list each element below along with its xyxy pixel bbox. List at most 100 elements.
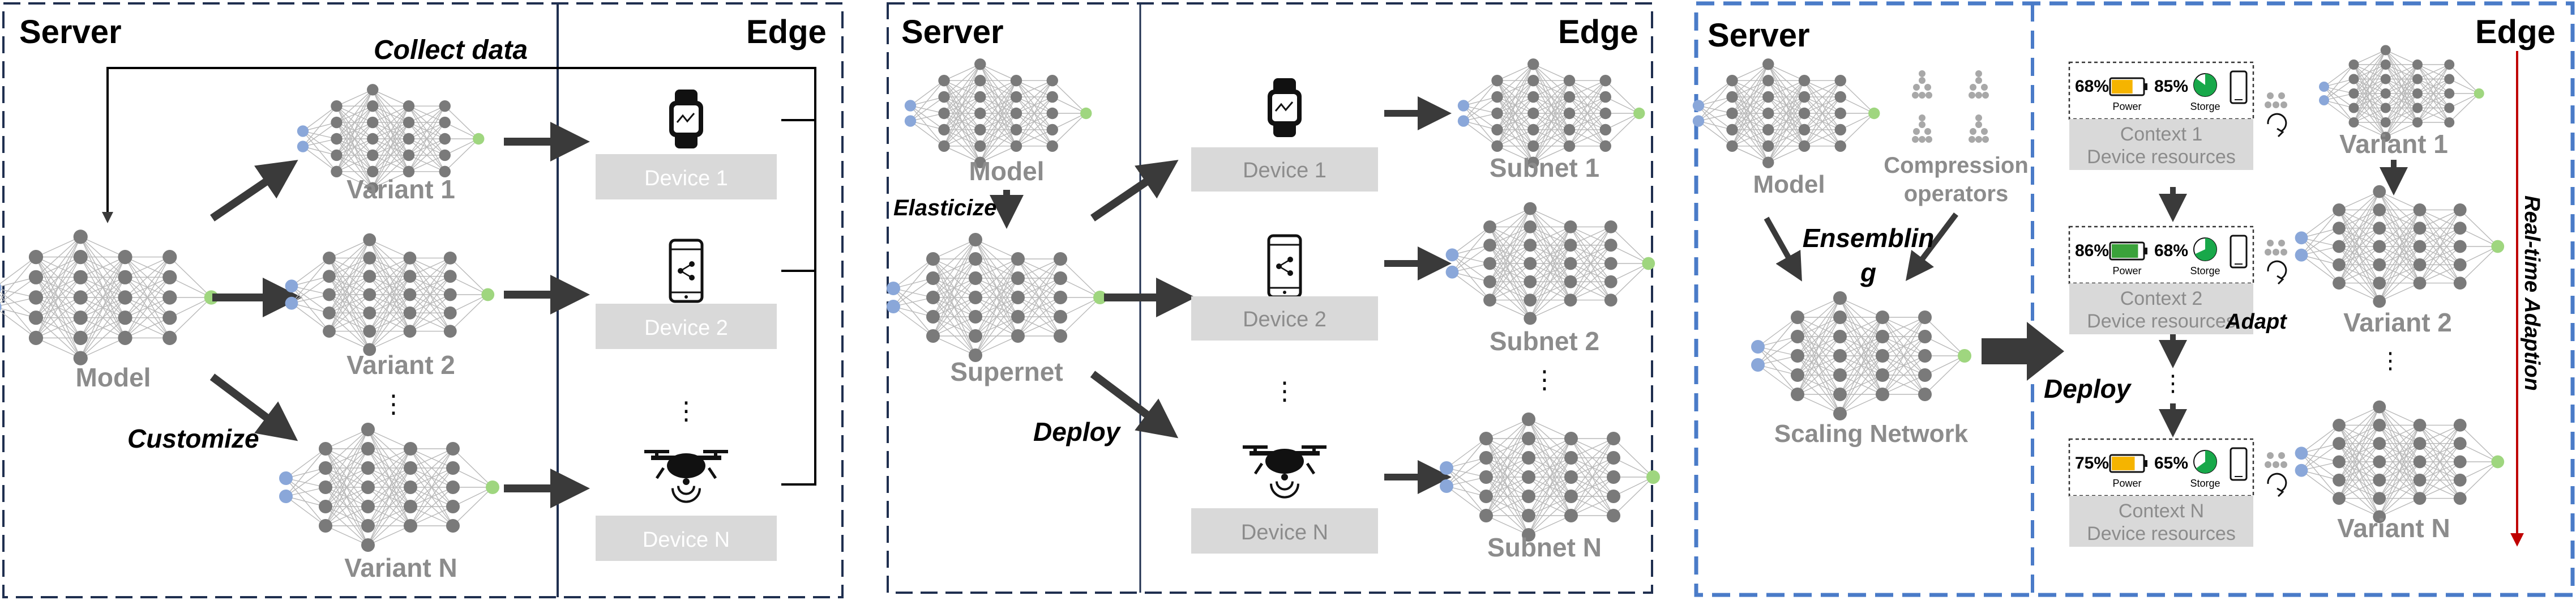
network-edge xyxy=(1497,63,1534,97)
network-edge xyxy=(409,294,451,332)
operator-dot xyxy=(1982,92,1989,99)
network-edge xyxy=(125,317,170,339)
network-node xyxy=(1876,349,1889,363)
network-node xyxy=(969,310,982,324)
network-edge xyxy=(1017,258,1061,279)
network-node xyxy=(367,133,379,145)
power-value: 75% xyxy=(2075,454,2109,473)
network-edge xyxy=(367,467,411,546)
network-edge xyxy=(0,291,36,318)
watch-graph xyxy=(1274,101,1294,112)
network-node xyxy=(404,519,417,533)
network-edge xyxy=(169,257,212,298)
network-node xyxy=(1833,368,1847,382)
network-edge xyxy=(325,525,369,546)
network-edge xyxy=(2354,107,2386,123)
network-edge xyxy=(2301,237,2340,284)
network-edge xyxy=(1569,80,1606,114)
network-edge xyxy=(1486,477,1529,516)
network-edge xyxy=(2339,264,2380,284)
network-edge xyxy=(2323,64,2354,87)
network-edge xyxy=(1060,258,1101,298)
network-edge xyxy=(1882,317,1925,356)
network-edge xyxy=(1797,297,1841,337)
network-node xyxy=(403,149,415,161)
network-node xyxy=(938,107,950,120)
network-node xyxy=(1564,451,1578,465)
network-node xyxy=(1604,239,1618,252)
network-edge xyxy=(1533,80,1570,97)
network-edge xyxy=(1497,63,1534,81)
network-node xyxy=(439,100,451,112)
operator-dot xyxy=(2273,249,2279,256)
network-edge xyxy=(0,308,36,318)
network-node xyxy=(1080,107,1092,120)
network-node xyxy=(323,252,336,265)
network-edge xyxy=(291,286,330,313)
network-edge xyxy=(2301,470,2339,480)
storage-pie-fill xyxy=(2194,238,2217,261)
network-edge xyxy=(80,317,126,359)
network-edge xyxy=(1804,80,1841,114)
network-edge xyxy=(2417,64,2450,94)
operator-dot xyxy=(1975,136,1982,143)
operator-dot xyxy=(1919,114,1925,121)
network-edge xyxy=(2449,93,2480,123)
network-edge xyxy=(1839,394,1883,414)
network-edge xyxy=(2449,64,2480,94)
deviceN-box xyxy=(1191,508,1378,554)
operator-dot xyxy=(1919,77,1925,84)
network-node xyxy=(2333,492,2346,505)
network-node xyxy=(1491,124,1503,136)
network-node xyxy=(446,442,460,456)
network-node xyxy=(331,165,343,177)
drone-leg xyxy=(707,467,717,479)
network-edge xyxy=(1446,467,1487,516)
network-edge xyxy=(1613,438,1654,478)
network-node xyxy=(2444,74,2455,84)
network-edge xyxy=(975,297,1019,356)
network-node xyxy=(1868,107,1880,120)
context-title: Context 1 xyxy=(2120,124,2203,145)
network-node xyxy=(1524,220,1537,233)
network-node xyxy=(1522,528,1535,542)
network-edge xyxy=(932,239,976,337)
network-edges xyxy=(1446,419,1654,535)
network-edge xyxy=(329,312,370,332)
network-edge xyxy=(893,258,934,289)
operator-cluster-icon xyxy=(2265,92,2287,138)
network-edge xyxy=(1797,297,1841,395)
network-node xyxy=(1010,75,1022,87)
network-node xyxy=(1726,107,1738,120)
network-edges xyxy=(893,239,1101,356)
network-edges xyxy=(1452,208,1649,319)
ellipsis: ⋮ xyxy=(381,390,406,418)
network-edge xyxy=(0,294,37,338)
network-edge xyxy=(1530,208,1571,228)
network-edge xyxy=(325,429,369,507)
network-edge xyxy=(1757,346,1798,395)
network-node xyxy=(1751,340,1765,354)
network-node xyxy=(297,141,309,152)
network-edge xyxy=(2417,64,2450,123)
network-node xyxy=(1876,310,1889,324)
network-node xyxy=(2380,59,2391,70)
network-edge xyxy=(1768,63,1805,81)
network-edge xyxy=(943,80,981,147)
drone-leg xyxy=(655,467,665,479)
network-node xyxy=(969,348,982,362)
network-node xyxy=(1834,91,1846,103)
arrow-model-variantN xyxy=(209,373,298,441)
network-edge xyxy=(2385,64,2418,123)
network-edge xyxy=(1530,281,1571,319)
network-node xyxy=(2333,222,2346,235)
network-edge xyxy=(2354,93,2386,123)
network-edge xyxy=(1530,299,1571,319)
network-edge xyxy=(372,171,409,189)
network-edge xyxy=(1731,96,1769,147)
network-node xyxy=(2373,437,2386,450)
network-node xyxy=(403,252,417,265)
network-edge xyxy=(1016,80,1053,147)
network-node xyxy=(1726,75,1738,87)
power-label: Power xyxy=(2112,101,2141,112)
